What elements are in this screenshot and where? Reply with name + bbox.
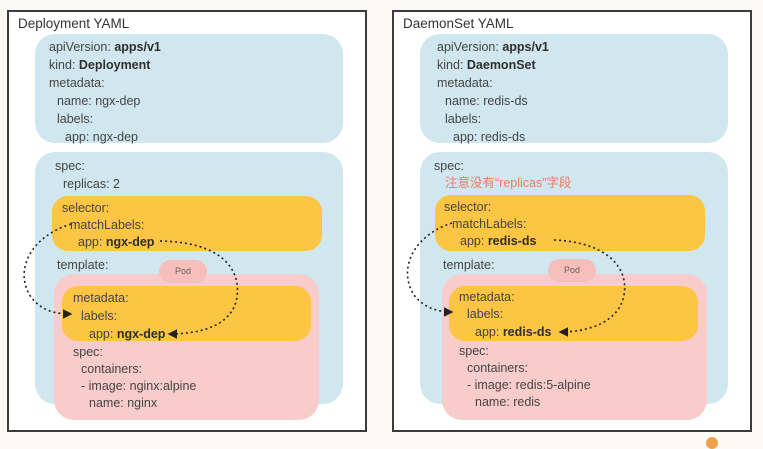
pod-spec-line: spec:: [73, 345, 103, 359]
template-app-key: app:: [89, 327, 117, 341]
api-version-key: apiVersion:: [437, 40, 503, 54]
labels-line: labels:: [445, 112, 482, 126]
app-label-line: app: redis-ds: [453, 130, 526, 144]
kind-value: DaemonSet: [466, 58, 536, 72]
template-app-line: app: redis-ds: [475, 325, 551, 340]
pod-spec-line: spec:: [459, 344, 489, 358]
pod-pill: Pod: [159, 260, 207, 283]
template-line: template:: [57, 258, 109, 272]
spec-line: spec:: [434, 159, 464, 173]
header-block: [35, 34, 343, 143]
container-name-line: name: redis: [475, 395, 541, 409]
kind-key: kind:: [437, 58, 467, 72]
pod-pill: Pod: [548, 259, 596, 282]
selector-app-line: app: redis-ds: [460, 234, 536, 249]
kind-line: kind: DaemonSet: [437, 58, 536, 73]
selector-line: selector:: [62, 201, 110, 215]
kind-line: kind: Deployment: [49, 58, 150, 73]
template-metadata-line: metadata:: [459, 290, 515, 304]
metadata-line: metadata:: [437, 76, 493, 90]
kind-value: Deployment: [78, 58, 151, 72]
container-name-line: name: nginx: [89, 396, 158, 410]
match-labels-line: matchLabels:: [452, 217, 527, 231]
api-version-line: apiVersion: apps/v1: [437, 40, 549, 55]
selector-line: selector:: [444, 200, 492, 214]
template-app-key: app:: [475, 325, 503, 339]
deployment-yaml-panel: Deployment YAML apiVersion: apps/v1 kind…: [7, 10, 367, 432]
template-metadata-line: metadata:: [73, 291, 129, 305]
metadata-line: metadata:: [49, 76, 105, 90]
selector-app-key: app:: [460, 234, 488, 248]
watermark-logo-icon: [706, 437, 718, 449]
containers-line: containers:: [467, 361, 529, 375]
replicas-line: replicas: 2: [63, 177, 120, 191]
image-line: - image: redis:5-alpine: [467, 378, 591, 392]
app-label-line: app: ngx-dep: [65, 130, 138, 144]
template-app-line: app: ngx-dep: [89, 327, 165, 342]
api-version-value: apps/v1: [114, 40, 161, 54]
template-app-value: redis-ds: [502, 325, 552, 339]
daemonset-yaml-panel: DaemonSet YAML apiVersion: apps/v1 kind:…: [392, 10, 752, 432]
template-app-value: ngx-dep: [116, 327, 166, 341]
name-line: name: ngx-dep: [57, 94, 141, 108]
panel-title: DaemonSet YAML: [403, 16, 514, 31]
header-block: [420, 34, 728, 143]
kind-key: kind:: [49, 58, 79, 72]
no-replicas-note: 注意没有“replicas”字段: [445, 176, 572, 190]
panel-title: Deployment YAML: [18, 16, 130, 31]
template-labels-line: labels:: [467, 307, 504, 321]
api-version-line: apiVersion: apps/v1: [49, 40, 161, 55]
api-version-value: apps/v1: [502, 40, 549, 54]
selector-app-value: ngx-dep: [105, 235, 155, 249]
template-line: template:: [443, 258, 495, 272]
spec-line: spec:: [55, 159, 85, 173]
containers-line: containers:: [81, 362, 143, 376]
match-labels-line: matchLabels:: [70, 218, 145, 232]
name-line: name: redis-ds: [445, 94, 528, 108]
api-version-key: apiVersion:: [49, 40, 115, 54]
template-labels-line: labels:: [81, 309, 118, 323]
labels-line: labels:: [57, 112, 94, 126]
selector-app-key: app:: [78, 235, 106, 249]
selector-app-value: redis-ds: [487, 234, 537, 248]
selector-app-line: app: ngx-dep: [78, 235, 154, 250]
image-line: - image: nginx:alpine: [81, 379, 197, 393]
